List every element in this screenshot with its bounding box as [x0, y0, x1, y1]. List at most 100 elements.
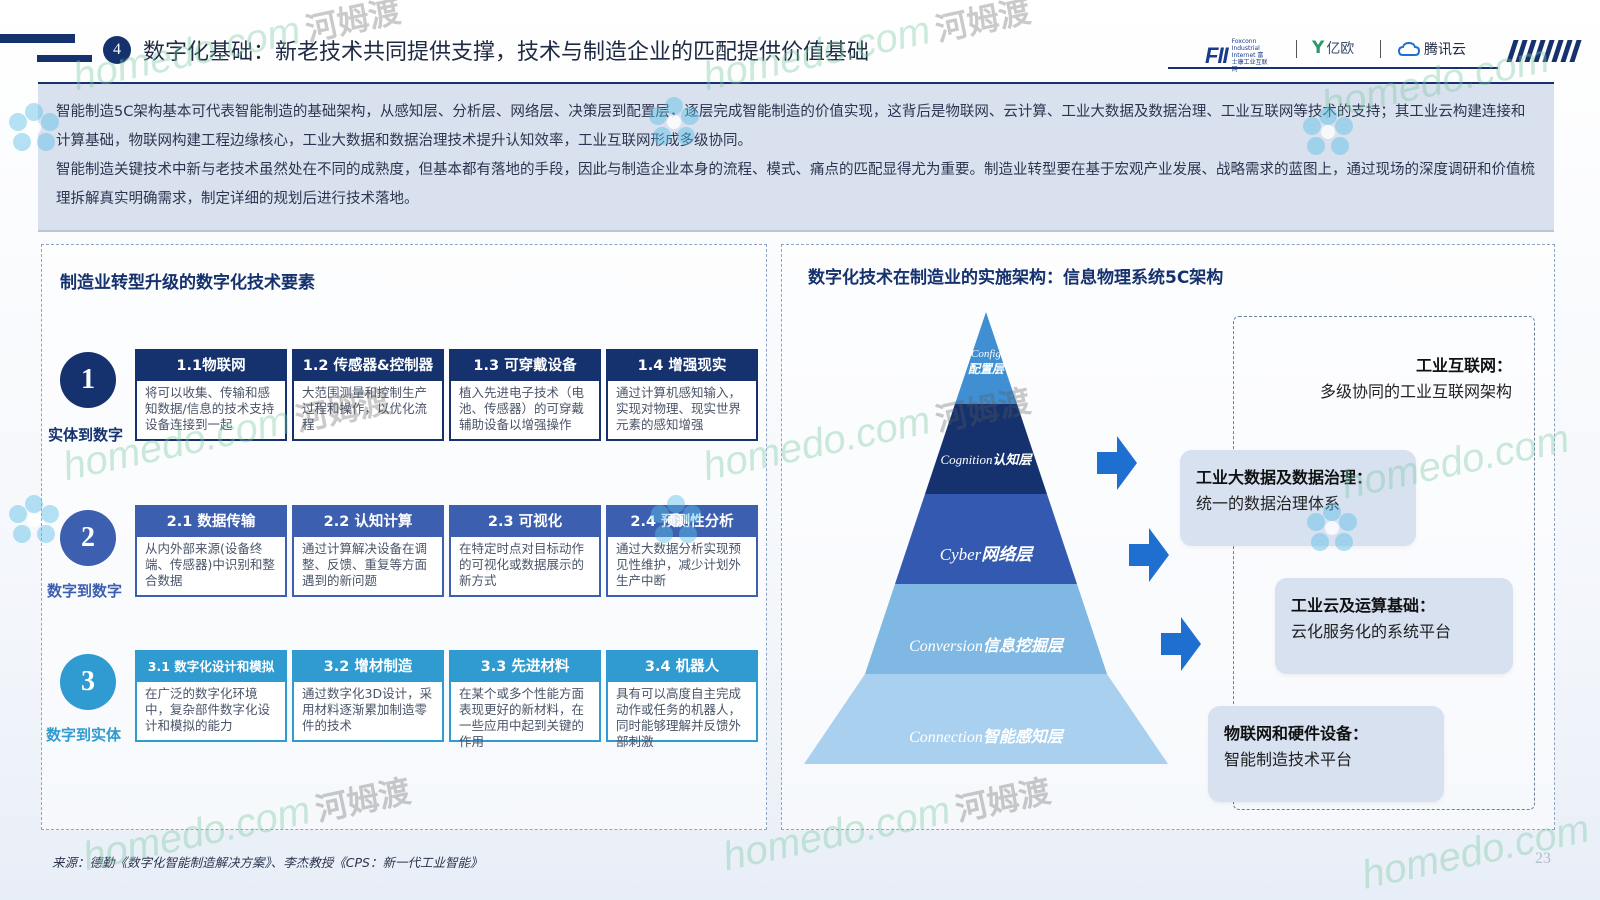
yiou-logo-icon: Y — [1312, 38, 1325, 58]
row-number-2: 2 — [60, 510, 116, 566]
layer-en: Connection — [909, 729, 983, 746]
tech-card: 3.1 数字化设计和模拟 在广泛的数字化环境中，复杂部件数字化设计和模拟的能力 — [135, 650, 287, 742]
layer-info-desc: 智能制造技术平台 — [1224, 750, 1353, 769]
layer-info-desc: 统一的数据治理体系 — [1196, 494, 1341, 513]
layer-zh: 智能感知层 — [982, 727, 1063, 746]
logo-divider — [1380, 40, 1381, 58]
arrow-right-icon — [1129, 528, 1169, 582]
row-number-1: 1 — [60, 352, 116, 408]
tech-card-title: 3.2 增材制造 — [294, 652, 442, 682]
yiou-logo-text: 亿欧 — [1326, 41, 1355, 57]
tencent-cloud-logo-text: 腾讯云 — [1424, 42, 1466, 58]
pyramid-label-config: Config 配置层 — [968, 348, 1004, 377]
logo-divider — [1296, 40, 1297, 58]
layer-en: Cyber — [939, 545, 982, 564]
tech-card: 2.3 可视化 在特定时点对目标动作的可视化或数据展示的新方式 — [449, 505, 601, 597]
cloud-icon — [1398, 41, 1420, 56]
tech-card: 1.3 可穿戴设备 植入先进电子技术（电池、传感器）的可穿戴辅助设备以增强操作 — [449, 349, 601, 441]
intro-summary-box: 智能制造5C架构基本可代表智能制造的基础架构，从感知层、分析层、网络层、决策层到… — [38, 82, 1554, 232]
tech-card-title: 2.3 可视化 — [451, 507, 599, 537]
pyramid-layer-cognition — [925, 404, 1047, 494]
tech-card: 2.1 数据传输 从内外部来源(设备终端、传感器)中识别和整合数据 — [135, 505, 287, 597]
row-number-3: 3 — [60, 654, 116, 710]
layer-info-box: 工业大数据及数据治理： 统一的数据治理体系 — [1180, 450, 1416, 546]
tech-card-title: 3.3 先进材料 — [451, 652, 599, 682]
layer-info-desc: 云化服务化的系统平台 — [1291, 622, 1452, 641]
tech-card-title: 1.2 传感器&控制器 — [294, 351, 442, 381]
tech-card: 3.4 机器人 具有可以高度自主完成动作或任务的机器人，同时能够理解并反馈外部刺… — [606, 650, 758, 749]
tech-card-desc: 通过计算机感知输入，实现对物理、现实世界元素的感知增强 — [616, 385, 742, 432]
tech-card-title: 2.1 数据传输 — [137, 507, 285, 537]
layer-en: Config — [971, 348, 1001, 360]
pyramid-label-connection: Connection智能感知层 — [909, 723, 1063, 747]
tencent-cloud-logo: 腾讯云 — [1398, 39, 1466, 59]
tech-card: 3.2 增材制造 通过数字化3D设计，采用材料逐渐累加制造零件的技术 — [292, 650, 444, 742]
tech-card-desc: 将可以收集、传输和感知数据/信息的技术支持设备连接到一起 — [145, 385, 275, 432]
tech-card-title: 2.2 认知计算 — [294, 507, 442, 537]
arrow-right-icon — [1097, 436, 1137, 490]
layer-zh: 信息挖掘层 — [982, 636, 1063, 655]
fii-logo-subtext: Foxconn Industrial Internet 富士康工业互联网 — [1231, 38, 1268, 73]
tech-card-desc: 在特定时点对目标动作的可视化或数据展示的新方式 — [459, 541, 585, 588]
tech-card-title: 1.4 增强现实 — [608, 351, 756, 381]
layer-info-box: 物联网和硬件设备： 智能制造技术平台 — [1208, 706, 1444, 802]
tech-card-desc: 通过大数据分析实现预见性维护，减少计划外生产中断 — [616, 541, 742, 588]
layer-zh: 配置层 — [967, 362, 1005, 376]
fii-logo: FII Foxconn Industrial Internet 富士康工业互联网 — [1205, 38, 1268, 73]
watermark-text-zh: 河姆渡 — [932, 0, 1034, 49]
fii-logo-mark: FII — [1205, 42, 1229, 68]
header-decor-bar — [0, 34, 75, 43]
pyramid-layer-conversion — [865, 584, 1107, 674]
note-desc: 多级协同的工业互联网架构 — [1319, 382, 1512, 401]
tech-card-title: 3.4 机器人 — [608, 652, 756, 682]
layer-zh: 网络层 — [981, 545, 1033, 565]
tech-card-desc: 植入先进电子技术（电池、传感器）的可穿戴辅助设备以增强操作 — [459, 385, 585, 432]
pyramid-layer-config — [955, 312, 1017, 404]
layer-info-title: 工业云及运算基础： — [1291, 596, 1436, 615]
layer-info-title: 物联网和硬件设备： — [1224, 724, 1369, 743]
tech-card: 3.3 先进材料 在某个或多个性能方面表现更好的新材料，在一些应用中起到关键的作… — [449, 650, 601, 749]
arrow-right-icon — [1161, 617, 1201, 671]
pyramid-label-conversion: Conversion信息挖掘层 — [909, 632, 1063, 656]
section-number-badge: 4 — [103, 36, 131, 64]
cps-5c-title: 数字化技术在制造业的实施架构：信息物理系统5C架构 — [808, 268, 1224, 288]
yiou-logo: Y 亿欧 — [1312, 38, 1354, 58]
tech-card-desc: 在广泛的数字化环境中，复杂部件数字化设计和模拟的能力 — [145, 686, 271, 733]
intro-paragraph-2: 智能制造关键技术中新与老技术虽然处在不同的成熟度，但基本都有落地的手段，因此与制… — [56, 162, 1535, 207]
tech-card: 2.4 预测性分析 通过大数据分析实现预见性维护，减少计划外生产中断 — [606, 505, 758, 597]
row-label-1: 实体到数字 — [48, 426, 124, 444]
tech-card-title: 3.1 数字化设计和模拟 — [137, 652, 285, 682]
pyramid-layer-connection — [804, 674, 1168, 764]
pyramid-label-cognition: Cognition认知层 — [940, 449, 1031, 468]
source-citation: 来源：德勤《数字化智能制造解决方案》、李杰教授《CPS：新一代工业智能》 — [52, 855, 483, 870]
tech-card-title: 1.1物联网 — [137, 351, 285, 381]
header-stripes-decor — [1506, 40, 1582, 62]
row-label-2: 数字到数字 — [47, 582, 123, 600]
header-decor-bar-short — [37, 55, 92, 62]
page-title: 数字化基础：新老技术共同提供支撑，技术与制造企业的匹配提供价值基础 — [143, 40, 870, 65]
intro-paragraph-1: 智能制造5C架构基本可代表智能制造的基础架构，从感知层、分析层、网络层、决策层到… — [56, 104, 1526, 149]
tech-card-title: 2.4 预测性分析 — [608, 507, 756, 537]
tech-card-desc: 具有可以高度自主完成动作或任务的机器人，同时能够理解并反馈外部刺激 — [616, 686, 742, 749]
pyramid-label-cyber: Cyber网络层 — [940, 540, 1033, 565]
tech-card-desc: 在某个或多个性能方面表现更好的新材料，在一些应用中起到关键的作用 — [459, 686, 585, 749]
tech-card-title: 1.3 可穿戴设备 — [451, 351, 599, 381]
tech-card-desc: 大范围测量和控制生产过程和操作，以优化流程 — [302, 385, 428, 432]
tech-card: 1.1物联网 将可以收集、传输和感知数据/信息的技术支持设备连接到一起 — [135, 349, 287, 441]
pyramid-diagram — [804, 312, 1168, 764]
tech-card: 2.2 认知计算 通过计算解决设备在调整、反馈、重复等方面遇到的新问题 — [292, 505, 444, 597]
tech-card-desc: 从内外部来源(设备终端、传感器)中识别和整合数据 — [145, 541, 275, 588]
layer-en: Conversion — [909, 638, 983, 655]
pyramid-layer-cyber — [895, 494, 1077, 584]
cps-layer-frame — [1233, 316, 1535, 810]
header-underline — [1168, 67, 1498, 69]
layer-info-title: 工业大数据及数据治理： — [1196, 468, 1373, 487]
tech-card-desc: 通过数字化3D设计，采用材料逐渐累加制造零件的技术 — [302, 686, 433, 733]
tech-card: 1.2 传感器&控制器 大范围测量和控制生产过程和操作，以优化流程 — [292, 349, 444, 441]
tech-elements-title: 制造业转型升级的数字化技术要素 — [60, 273, 315, 293]
layer-info-box: 工业云及运算基础： 云化服务化的系统平台 — [1275, 578, 1513, 674]
layer-en: Cognition — [940, 452, 993, 467]
row-label-3: 数字到实体 — [46, 726, 122, 744]
tech-card-desc: 通过计算解决设备在调整、反馈、重复等方面遇到的新问题 — [302, 541, 428, 588]
industrial-internet-note: 工业互联网： 多级协同的工业互联网架构 — [1320, 352, 1512, 402]
